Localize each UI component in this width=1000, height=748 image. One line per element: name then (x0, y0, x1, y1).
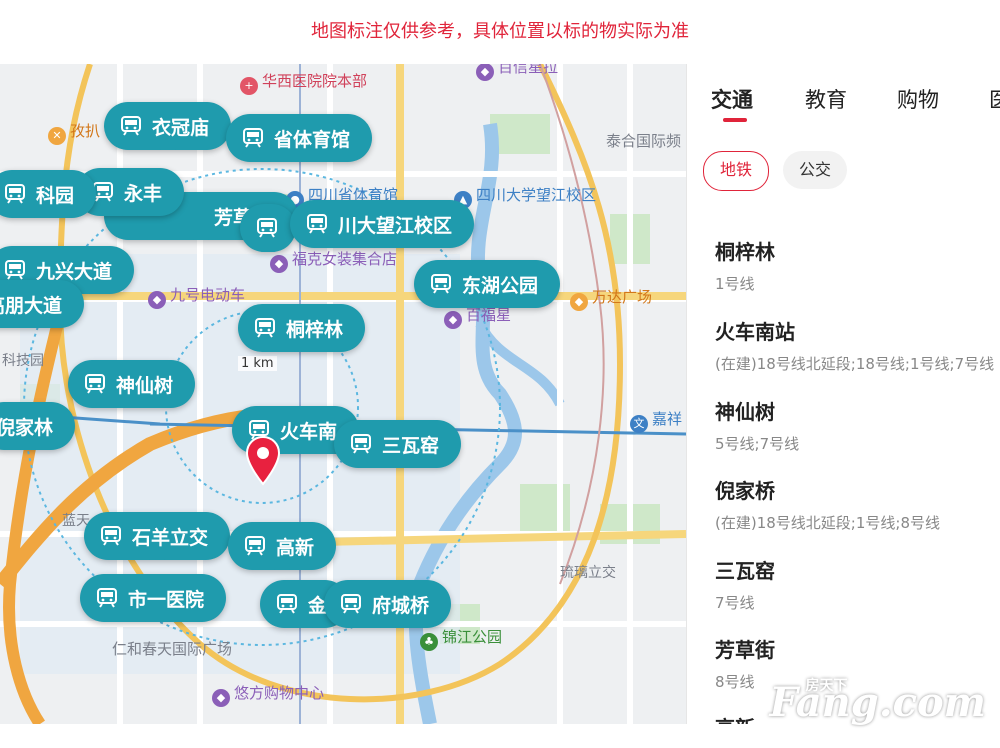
map-scale: 1 km (238, 356, 277, 371)
station-marker-donghu[interactable]: 东湖公园 (414, 260, 561, 308)
list-item[interactable]: 三瓦窑 7号线 (715, 555, 775, 613)
station-marker-tongzilin[interactable]: 桐梓林 (238, 304, 366, 352)
subway-icon (341, 594, 361, 614)
poi-jinjiang-park[interactable]: ♣锦江公园 (420, 626, 502, 651)
tab-shopping[interactable]: 购物 (897, 88, 939, 112)
category-tabs: 交通 教育 购物 医 (687, 84, 1000, 124)
poi-lantian[interactable]: 蓝天 (62, 513, 90, 529)
tab-medical[interactable]: 医 (989, 84, 1000, 114)
station-marker-yiguanmiao[interactable]: 衣冠庙 (104, 102, 232, 150)
station-marker-shiyang[interactable]: 石羊立交 (84, 512, 231, 560)
list-item[interactable]: 倪家桥 (在建)18号线北延段;1号线;8号线 (715, 475, 940, 533)
subway-icon (121, 116, 141, 136)
poi-wanda[interactable]: ◆万达广场 (570, 286, 652, 311)
poi-youfang[interactable]: ◆悠方购物中心 (212, 682, 324, 707)
station-marker-shengtiyuguan[interactable]: 省体育馆 (226, 114, 373, 162)
school-icon: 文 (630, 415, 648, 433)
subway-icon (245, 536, 265, 556)
station-marker-sanwayao[interactable]: 三瓦窑 (334, 420, 462, 468)
poi-huaxi[interactable]: +华西医院院本部 (240, 70, 367, 95)
station-marker-shiyi[interactable]: 市一医院 (80, 574, 227, 622)
list-item[interactable]: 火车南站 (在建)18号线北延段;18号线;1号线;7号线 (715, 316, 994, 374)
station-lines: 5号线;7号线 (715, 435, 800, 453)
filter-bus[interactable]: 公交 (783, 151, 848, 189)
station-name: 桐梓林 (715, 240, 775, 264)
active-tab-indicator (723, 118, 747, 122)
station-marker-shenxianshu[interactable]: 神仙树 (68, 360, 196, 408)
poi-jiaxiang[interactable]: 文嘉祥 (630, 408, 682, 433)
subway-icon (431, 274, 451, 294)
poi-baihui[interactable]: ◆百信星拉 (476, 64, 558, 81)
subway-icon (97, 588, 117, 608)
station-marker-yongfeng[interactable]: 永丰 (76, 168, 185, 216)
poi-liuli[interactable]: 琉璃立交 (560, 565, 616, 581)
mall-icon: ◆ (570, 293, 588, 311)
tab-education[interactable]: 教育 (805, 88, 847, 112)
shop-icon: ◆ (444, 311, 462, 329)
subway-icon (351, 434, 371, 454)
tab-transport[interactable]: 交通 (711, 84, 753, 122)
subway-icon (307, 214, 327, 234)
hospital-icon: + (240, 77, 258, 95)
list-item[interactable]: 神仙树 5号线;7号线 (715, 396, 799, 454)
list-item[interactable]: 芳草街 8号线 (715, 634, 775, 692)
station-name: 倪家桥 (715, 479, 775, 503)
subway-icon (243, 128, 263, 148)
poi-baihua[interactable]: ◆百福星 (444, 304, 511, 329)
station-name: 火车南站 (715, 320, 795, 344)
location-pin-icon[interactable] (246, 436, 280, 486)
subway-icon (277, 594, 297, 614)
poi-panel: 交通 教育 购物 医 地铁 公交 桐梓林 1号线 火车南站 (在建)18号线北延… (686, 64, 1000, 724)
list-item[interactable]: 高新 (715, 712, 755, 724)
subway-icon (5, 260, 25, 280)
poi-fuyou[interactable]: ◆福克女装集合店 (270, 248, 397, 273)
subway-icon (5, 184, 25, 204)
poi-renhe[interactable]: 仁和春天国际广场 (112, 640, 233, 658)
map-view[interactable]: +华西医院院本部 ●四川省体育馆 ▲四川大学望江校区 泰合国际频 ◆九号电动车 … (0, 64, 686, 724)
station-marker-hidden[interactable] (240, 204, 296, 252)
station-marker-gaopeng[interactable]: 高朋大道 (0, 280, 85, 328)
poi-taihe[interactable]: 泰合国际频 (606, 132, 682, 150)
station-name: 芳草街 (715, 638, 775, 662)
poi-keji[interactable]: 科技园 (2, 353, 44, 369)
station-lines: 1号线 (715, 275, 755, 293)
station-lines: (在建)18号线北延段;1号线;8号线 (715, 514, 940, 532)
station-name: 高新 (715, 712, 755, 724)
shop-icon: ◆ (476, 64, 494, 81)
subway-icon (85, 374, 105, 394)
poi-jiuhao[interactable]: ◆九号电动车 (148, 284, 245, 309)
station-marker-keyuan[interactable]: 科园 (0, 170, 97, 218)
park-icon: ♣ (420, 633, 438, 651)
station-marker-chuanda[interactable]: 川大望江校区 (290, 200, 475, 248)
subway-icon (255, 318, 275, 338)
poi-jieba[interactable]: ✕孜扒 (48, 120, 100, 145)
subway-icon (257, 218, 277, 238)
station-lines: (在建)18号线北延段;18号线;1号线;7号线 (715, 355, 995, 373)
station-name: 神仙树 (715, 400, 775, 424)
shop-icon: ◆ (212, 689, 230, 707)
filter-subway[interactable]: 地铁 (703, 151, 770, 191)
station-marker-nijiaqiao[interactable]: 倪家林 (0, 402, 76, 450)
food-icon: ✕ (48, 127, 66, 145)
station-marker-gaoxin[interactable]: 高新 (228, 522, 337, 570)
station-marker-fucheng[interactable]: 府城桥 (324, 580, 452, 628)
subway-icon (101, 526, 121, 546)
shop-icon: ◆ (270, 255, 288, 273)
list-item[interactable]: 桐梓林 1号线 (715, 236, 775, 294)
station-lines: 7号线 (715, 594, 755, 612)
poi-scu-wangjiang[interactable]: ▲四川大学望江校区 (454, 184, 596, 209)
station-lines: 8号线 (715, 673, 755, 691)
station-name: 三瓦窑 (715, 559, 775, 583)
shop-icon: ◆ (148, 291, 166, 309)
map-disclaimer: 地图标注仅供参考，具体位置以标的物实际为准 (0, 0, 1000, 64)
